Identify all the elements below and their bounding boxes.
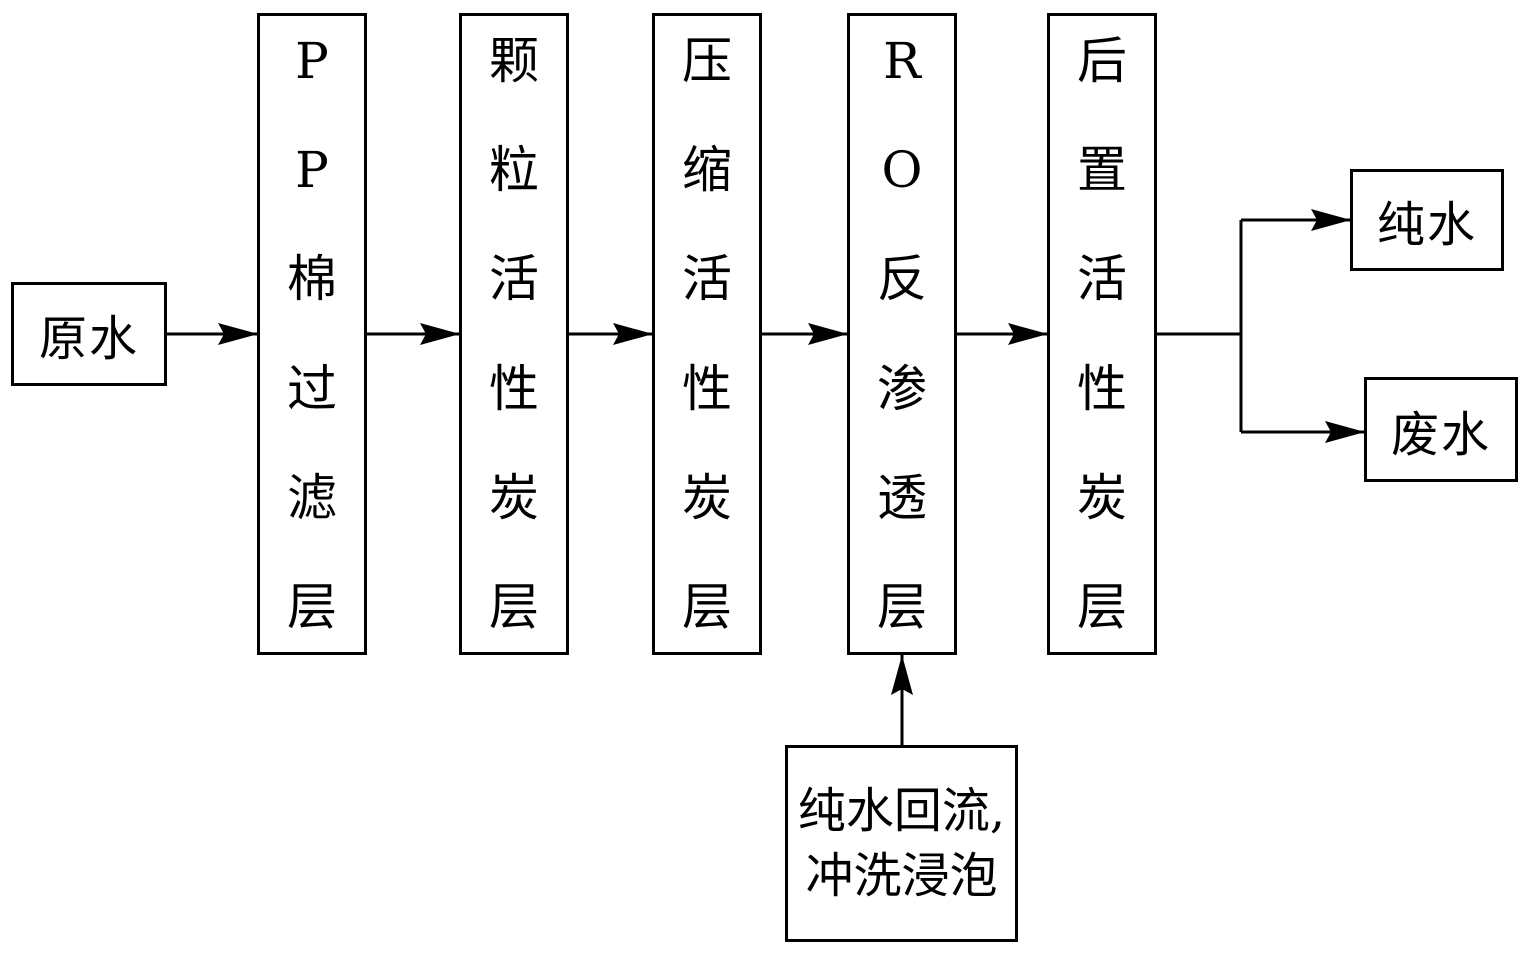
node-waste-water-label: 废水 [1390, 406, 1491, 463]
node-pp-cotton: P P 棉 过 滤 层 [257, 13, 367, 655]
node-post-carbon: 后 置 活 性 炭 层 [1047, 13, 1157, 655]
node-waste-water: 废水 [1364, 377, 1518, 482]
node-compressed-carbon-char: 性 [682, 359, 732, 418]
node-ro-membrane-char: 渗 [877, 359, 927, 418]
node-granular-carbon-char: 粒 [489, 141, 539, 200]
node-pp-cotton-char: P [295, 141, 329, 200]
node-ro-membrane-char: 透 [877, 468, 927, 527]
node-granular-carbon-char: 性 [489, 359, 539, 418]
edge-post-split [1156, 218, 1365, 434]
node-pp-cotton-char: 棉 [287, 250, 337, 309]
node-backflush: 纯水回流, 冲洗浸泡 [785, 745, 1018, 942]
node-pure-water: 纯水 [1350, 169, 1504, 271]
node-compressed-carbon: 压 缩 活 性 炭 层 [652, 13, 762, 655]
node-ro-membrane: R O 反 渗 透 层 [847, 13, 957, 655]
node-post-carbon-char: 层 [1077, 577, 1127, 636]
node-granular-carbon-char: 活 [489, 250, 539, 309]
node-backflush-line: 纯水回流, [797, 782, 1006, 839]
node-pure-water-label: 纯水 [1376, 197, 1477, 253]
node-backflush-line: 冲洗浸泡 [805, 847, 998, 904]
node-granular-carbon-char: 层 [489, 577, 539, 636]
arrowhead-granular [420, 323, 460, 345]
node-pp-cotton-char: P [295, 32, 329, 90]
arrowhead-pp [218, 323, 258, 345]
node-raw-water: 原水 [11, 282, 167, 386]
node-compressed-carbon-char: 活 [682, 250, 732, 309]
arrowhead-backflush [891, 655, 913, 695]
arrowhead-compressed [613, 323, 653, 345]
node-pp-cotton-char: 过 [287, 359, 337, 418]
node-compressed-carbon-char: 缩 [682, 141, 732, 200]
node-granular-carbon-char: 炭 [489, 468, 539, 527]
arrowhead-pure-water [1311, 209, 1351, 231]
node-pp-cotton-char: 层 [287, 577, 337, 636]
node-post-carbon-char: 置 [1077, 141, 1127, 200]
node-compressed-carbon-char: 压 [682, 32, 732, 90]
node-post-carbon-char: 炭 [1077, 468, 1127, 527]
node-compressed-carbon-char: 层 [682, 577, 732, 636]
node-post-carbon-char: 后 [1077, 32, 1127, 90]
node-ro-membrane-char: R [883, 32, 921, 90]
arrowhead-ro [808, 323, 848, 345]
node-ro-membrane-char: 反 [877, 250, 927, 309]
arrowhead-post [1008, 323, 1048, 345]
node-post-carbon-char: 活 [1077, 250, 1127, 309]
node-ro-membrane-char: O [881, 141, 923, 200]
node-compressed-carbon-char: 炭 [682, 468, 732, 527]
node-pp-cotton-char: 滤 [287, 468, 337, 527]
node-granular-carbon-char: 颗 [489, 32, 539, 90]
node-raw-water-label: 原水 [38, 311, 139, 367]
node-ro-membrane-char: 层 [877, 577, 927, 636]
arrowhead-waste-water [1325, 421, 1365, 443]
node-granular-carbon: 颗 粒 活 性 炭 层 [459, 13, 569, 655]
node-post-carbon-char: 性 [1077, 359, 1127, 418]
